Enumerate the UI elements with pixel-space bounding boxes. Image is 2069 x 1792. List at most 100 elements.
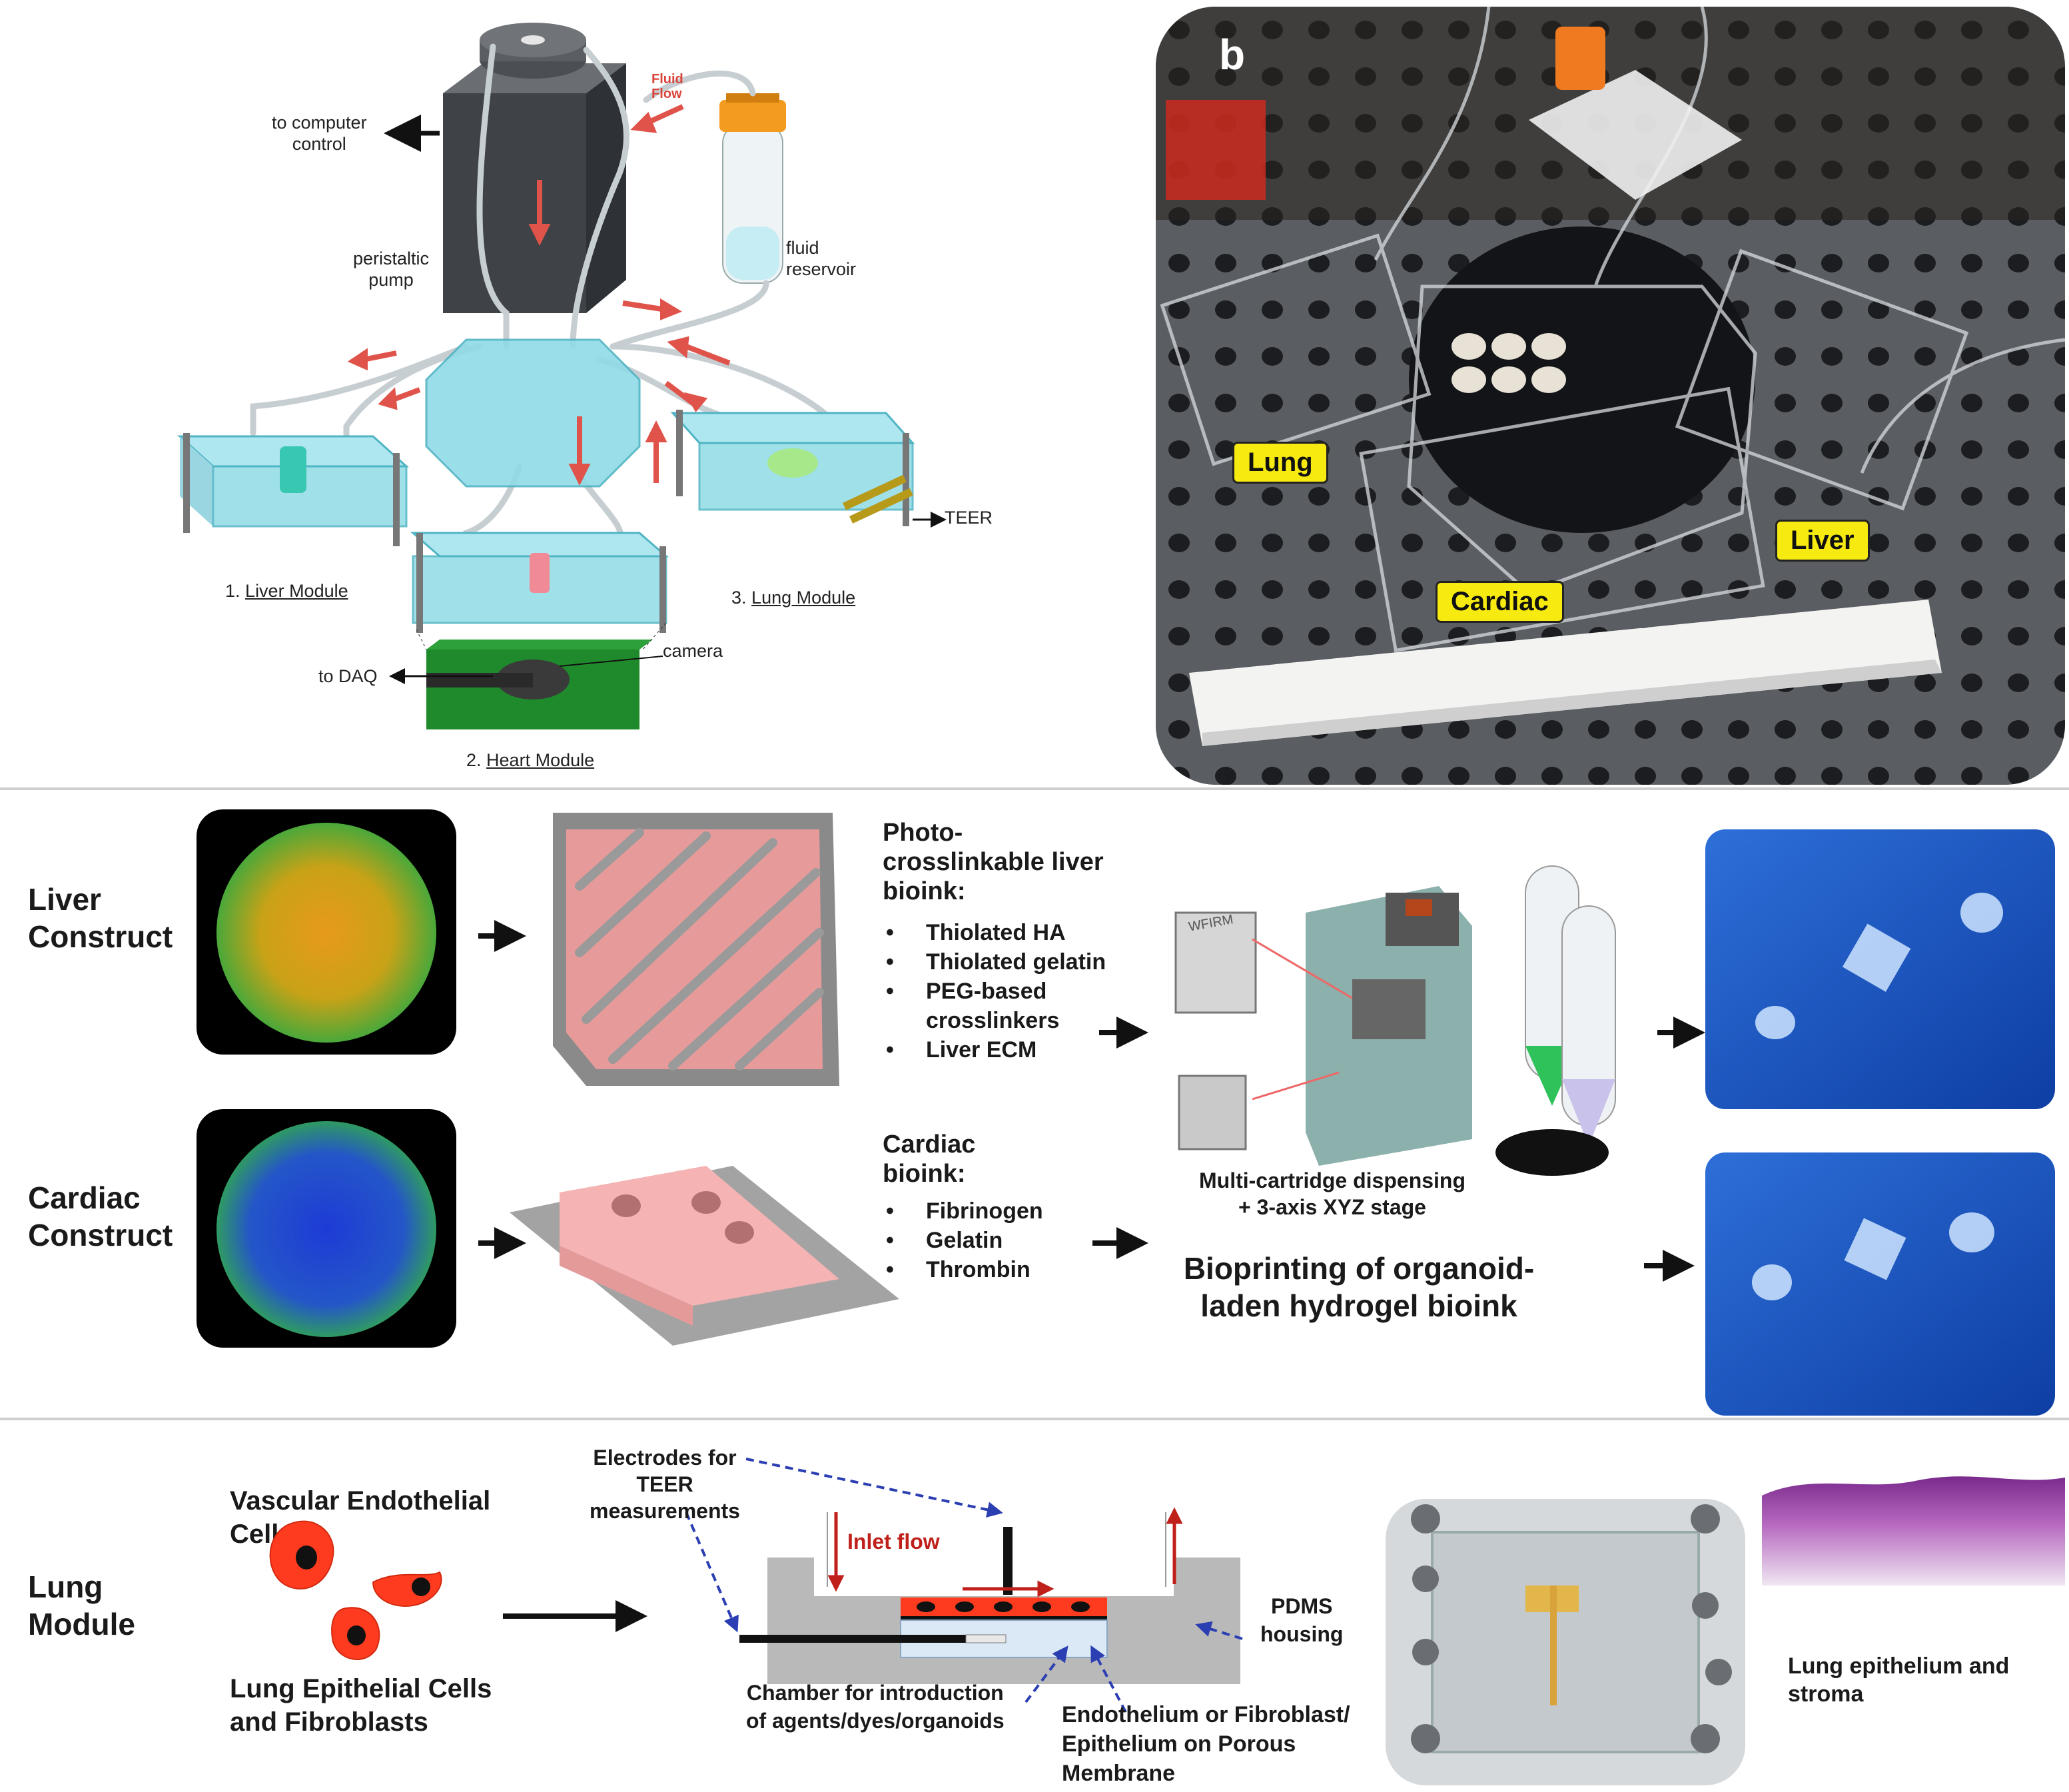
chamber-line2: of agents/dyes/organoids [746, 1709, 1005, 1733]
cardiac-scaffold [510, 1166, 899, 1346]
liver-bioink-list: • Thiolated HA • Thiolated gelatin •PEG-ba… [886, 918, 1106, 1065]
divider-bottom [0, 1418, 2069, 1420]
liver-module-caption: 1. Liver Module [225, 581, 348, 602]
item-text: Liver ECM [926, 1037, 1037, 1063]
heart-module-caption: 2. Heart Module [466, 750, 594, 771]
bioprinting-line1: Bioprinting of organoid- [1183, 1251, 1535, 1286]
pump-label: peristaltic pump [353, 248, 429, 290]
lung-module-label: Lung Module [28, 1568, 135, 1643]
reservoir-line1: fluid [786, 238, 819, 258]
chamber-line1: Chamber for introduction [746, 1681, 1004, 1705]
camera-leader [559, 656, 663, 667]
inlet-guides [827, 1512, 1166, 1587]
bullet: • [886, 1228, 894, 1253]
histology-line2: stroma [1788, 1681, 1864, 1707]
cardiac-bioink-title: Cardiac bioink: [883, 1130, 975, 1188]
teer-label: TEER [945, 508, 993, 528]
bullet: • [886, 1037, 894, 1063]
liver-organoid [216, 823, 436, 1043]
bullet: • [886, 949, 894, 975]
panel-b-letter: b [1219, 31, 1246, 79]
liver-module-name: Liver Module [245, 581, 348, 601]
bioprinter [1174, 886, 1472, 1166]
heart-module [410, 532, 669, 729]
liver-bioink-title-line2: crosslinkable liver [883, 848, 1104, 876]
to-computer-line2: control [292, 134, 346, 154]
cardiac-bioink-item: •Fibrinogen [886, 1196, 1043, 1226]
liver-bioink-item: • Thiolated gelatin [886, 947, 1106, 977]
chamber-label: Chamber for introduction of agents/dyes/… [746, 1679, 1005, 1735]
pdms-line1: PDMS [1270, 1594, 1333, 1618]
to-computer-line1: to computer [272, 113, 367, 133]
bullet: • [886, 920, 894, 945]
item-text: Thiolated HA [926, 920, 1066, 945]
liver-bioink-item: crosslinkers [886, 1006, 1106, 1035]
lung-module-name: Lung Module [751, 588, 856, 608]
cardiac-bioink-item: • Gelatin [886, 1226, 1043, 1255]
callout-lines [685, 1458, 1243, 1713]
cardiac-organoid [216, 1121, 436, 1337]
endothelium-line1: Endothelium or Fibroblast/ [1062, 1702, 1350, 1727]
lung-photo-label: Lung [1232, 442, 1328, 484]
dispensing-line2: + 3-axis XYZ stage [1238, 1195, 1426, 1219]
reservoir-line2: reservoir [786, 259, 857, 279]
fluid-flow-line1: Fluid [651, 72, 683, 87]
vascular-line1: Vascular Endothelial [230, 1486, 491, 1516]
electrodes-line1: Electrodes for [593, 1446, 737, 1470]
liver-photo-label: Liver [1775, 520, 1870, 562]
divider-top [0, 787, 2069, 790]
fluid-flow-line2: Flow [651, 87, 682, 101]
electrodes-line2: TEER [636, 1472, 693, 1496]
peristaltic-pump [443, 23, 626, 313]
electrodes-label: Electrodes for TEER measurements [578, 1444, 751, 1524]
inlet-arrows [827, 1507, 1183, 1597]
liver-construct-line2: Construct [28, 919, 173, 954]
fluid-flow-label: Fluid Flow [651, 72, 683, 101]
central-hub [425, 338, 641, 488]
histology-image [1762, 1476, 2065, 1585]
liver-bioink-title-line1: Photo- [883, 819, 963, 847]
heart-module-name: Heart Module [486, 750, 595, 770]
bullet: • [886, 979, 894, 1004]
liver-bioink-item: • Thiolated HA [886, 918, 1106, 947]
liver-scaffold [553, 813, 839, 1086]
item-text: Thiolated gelatin [926, 949, 1106, 975]
panel-a-schematic [177, 23, 947, 729]
epithelial-line1: Lung Epithelial Cells [230, 1674, 492, 1703]
liver-module [177, 433, 409, 546]
histology-line1: Lung epithelium and [1788, 1653, 2010, 1679]
cardiac-bioink-title-line2: bioink: [883, 1160, 966, 1188]
cardiac-photo-label: Cardiac [1436, 581, 1564, 623]
liver-construct-label: Liver Construct [28, 881, 173, 955]
bullet: • [886, 1257, 894, 1282]
lung-module-number: 3. [731, 588, 747, 608]
panel-b-photo [1156, 7, 2065, 785]
liver-bioink-title-line3: bioink: [883, 877, 966, 905]
cardiac-construct-label: Cardiac Construct [28, 1179, 173, 1254]
bioink-cartridges [1495, 865, 1616, 1176]
liver-bioink-item: • Liver ECM [886, 1035, 1106, 1065]
to-daq-label: to DAQ [318, 666, 378, 686]
reservoir-label: fluid reservoir [786, 237, 856, 280]
electrodes-line3: measurements [590, 1499, 740, 1523]
panel-b-illustration [1156, 7, 2065, 785]
pdms-line2: housing [1260, 1622, 1344, 1646]
item-text: crosslinkers [926, 1008, 1060, 1033]
endothelium-line3: Membrane [1062, 1761, 1176, 1786]
endothelium-line2: Epithelium on Porous [1062, 1731, 1296, 1757]
liver-bioink-title: Photo- crosslinkable liver bioink: [883, 818, 1104, 906]
camera-label: camera [663, 641, 723, 661]
liver-bioink-item: •PEG-based [886, 977, 1106, 1006]
bioprinting-caption: Bioprinting of organoid- laden hydrogel … [1166, 1250, 1552, 1324]
device-electrode [1550, 1585, 1557, 1705]
dispensing-line1: Multi-cartridge dispensing [1198, 1168, 1466, 1192]
cardiac-bioink-item: •Thrombin [886, 1255, 1043, 1284]
item-text: Gelatin [926, 1228, 1003, 1253]
pump-line2: pump [368, 270, 414, 290]
lung-module-schematic [269, 1458, 2065, 1785]
cell-nuclei [296, 1546, 430, 1645]
cardiac-bioink-title-line1: Cardiac [883, 1130, 976, 1158]
dispensing-caption: Multi-cartridge dispensing + 3-axis XYZ … [1176, 1167, 1489, 1220]
lung-module-line2: Module [28, 1607, 135, 1641]
vascular-label: Vascular Endothelial Cells [230, 1484, 490, 1551]
